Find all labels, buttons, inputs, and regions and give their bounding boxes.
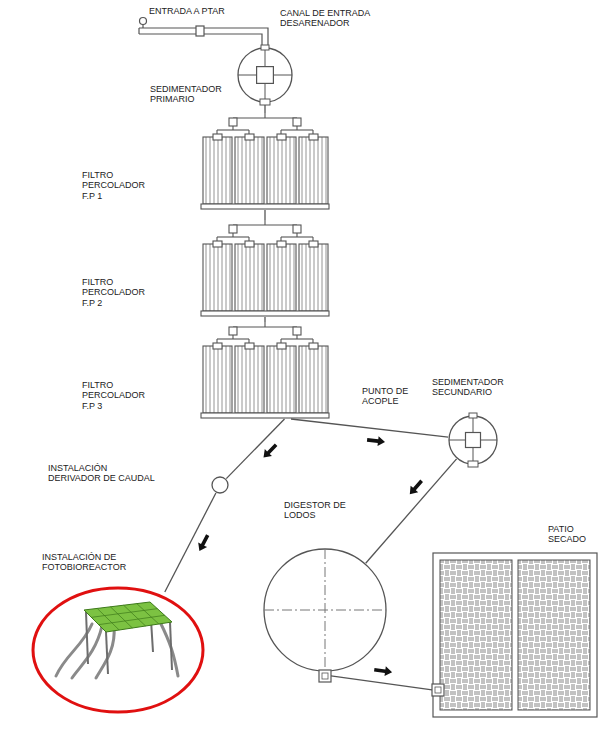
inlet-channel: [139, 18, 268, 48]
drying-bed-shape: [432, 552, 598, 718]
flow-divider-shape: [211, 476, 229, 494]
trickling-filter: FILTRO PERCOLADOR F.P 2: [200, 220, 330, 317]
pipe-line: [331, 676, 432, 690]
flow-arrow: [374, 666, 392, 676]
node-label: INSTALACIÓN DERIVADOR DE CAUDAL: [48, 463, 160, 484]
secondary-clarifier: SEDIMENTADOR SECUNDARIO: [448, 415, 498, 465]
flow-line: [366, 459, 457, 563]
photobioreactor: INSTALACIÓN DE FOTOBIOREACTOR: [50, 592, 185, 680]
pipe-line: [366, 459, 457, 563]
junction-label: PUNTO DE ACOPLE: [362, 386, 418, 407]
flow-line: [265, 317, 266, 322]
flow-line: [265, 210, 266, 220]
node-label: FILTRO PERCOLADOR F.P 2: [82, 277, 150, 308]
pipe-line: [264, 210, 265, 220]
trickling-filter-shape: [200, 113, 330, 210]
flow-divider: INSTALACIÓN DERIVADOR DE CAUDAL: [211, 476, 229, 494]
node-label: FILTRO PERCOLADOR F.P 1: [82, 170, 150, 201]
flow-line: [226, 419, 284, 479]
flow-arrow: [367, 436, 385, 446]
trickling-filter: FILTRO PERCOLADOR F.P 3: [200, 322, 330, 419]
primary-clarifier: SEDIMENTADOR PRIMARIO: [237, 47, 293, 103]
sludge-digester: DIGESTOR DE LODOS: [262, 548, 388, 684]
channel-label: CANAL DE ENTRADA DESARENADOR: [280, 8, 376, 29]
trickling-filter-shape: [200, 220, 330, 317]
flow-line: [291, 419, 448, 446]
trickling-filter-shape: [200, 322, 330, 419]
inlet-label: ENTRADA A PTAR: [149, 6, 225, 16]
pipe-line: [165, 493, 216, 592]
flow-arrow: [410, 480, 423, 495]
flow-arrow: [198, 534, 209, 551]
pipe-line: [291, 419, 448, 437]
primary-clarifier-shape: [237, 47, 293, 103]
photobioreactor-shape: [50, 592, 185, 680]
node-label: SEDIMENTADOR PRIMARIO: [150, 84, 230, 105]
flow-arrow: [264, 444, 278, 458]
node-label: PATIO SECADO: [548, 524, 592, 545]
pipe-line: [264, 317, 265, 322]
node-label: INSTALACIÓN DE FOTOBIOREACTOR: [42, 552, 134, 573]
node-label: FILTRO PERCOLADOR F.P 3: [82, 380, 150, 411]
sludge-digester-shape: [262, 548, 388, 684]
node-label: DIGESTOR DE LODOS: [284, 500, 350, 521]
trickling-filter: FILTRO PERCOLADOR F.P 1: [200, 113, 330, 210]
drying-bed: PATIO SECADO: [432, 552, 598, 718]
node-label: SEDIMENTADOR SECUNDARIO: [432, 377, 512, 398]
secondary-clarifier-shape: [448, 415, 498, 465]
flow-line: [331, 666, 432, 690]
flow-line: [165, 493, 216, 592]
highlight-ellipse: [33, 588, 203, 712]
pipe-line: [226, 419, 284, 479]
